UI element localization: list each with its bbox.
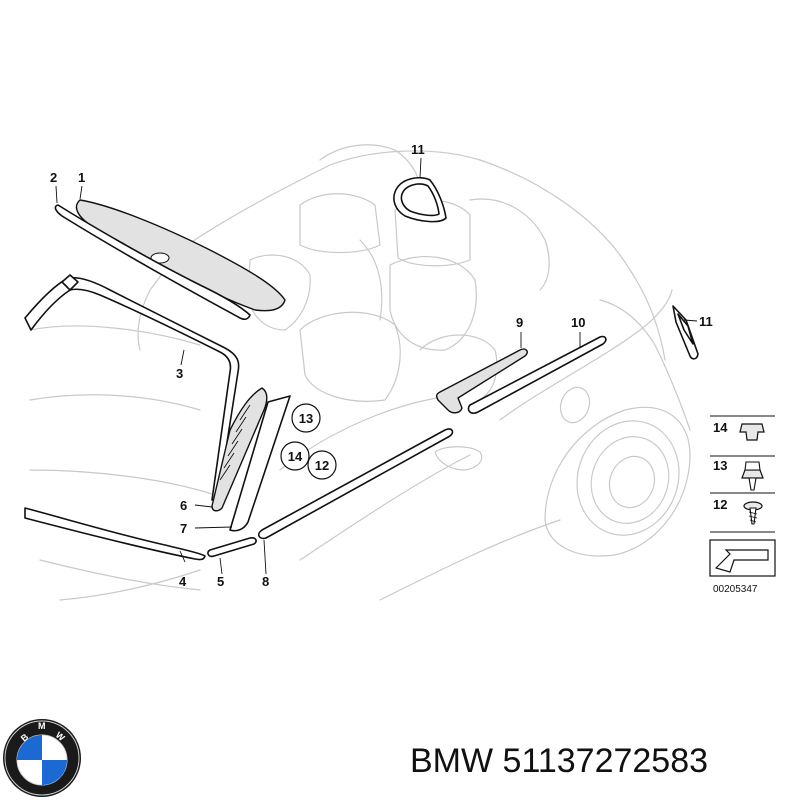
part-6-pillar [211, 387, 268, 512]
callout-5: 5 [217, 574, 224, 589]
drawing-number: 00205347 [713, 584, 758, 595]
clip-14-icon [739, 423, 765, 441]
part-9-molding [436, 348, 528, 414]
callout-14: 14 [288, 449, 303, 464]
callout-1: 1 [78, 170, 85, 185]
part-3-frame [24, 276, 240, 501]
callout-4: 4 [179, 574, 187, 589]
callout-10: 10 [571, 315, 585, 330]
legend-12: 12 [713, 497, 727, 512]
fastener-legend: 14 13 12 00205347 [709, 415, 776, 595]
leader-lines [55, 157, 698, 575]
callout-8: 8 [262, 574, 269, 589]
callout-6: 6 [180, 498, 187, 513]
direction-arrow-icon [709, 539, 776, 577]
bmw-roundel-logo: B M W [3, 719, 81, 797]
brand-name: BMW [410, 742, 494, 780]
callout-2: 2 [50, 170, 57, 185]
part-8-strip [257, 428, 454, 540]
part-1-clip [150, 252, 170, 264]
part-caption: BMW 51137272583 [410, 736, 790, 786]
part-11-seal-inner [400, 183, 440, 217]
legend-13: 13 [713, 458, 727, 473]
callout-3: 3 [176, 366, 183, 381]
callout-9: 9 [516, 315, 523, 330]
part-5-trim [207, 537, 257, 558]
callout-12: 12 [315, 458, 329, 473]
callout-11-top: 11 [411, 142, 425, 157]
part-11-side-inner [677, 313, 694, 345]
legend-14: 14 [713, 420, 728, 435]
part-7-cover [229, 395, 291, 532]
part-10-molding [467, 335, 607, 414]
svg-text:B: B [19, 731, 31, 743]
callout-13-circle: 13 [291, 403, 321, 433]
callout-7: 7 [180, 521, 187, 536]
part-6-slots [219, 404, 251, 481]
clip-13-icon [741, 461, 764, 491]
part-number: 51137272583 [502, 742, 709, 780]
screw-12-icon [743, 501, 763, 525]
svg-text:M: M [38, 721, 46, 731]
callout-13: 13 [299, 411, 313, 426]
callout-11-right: 11 [699, 314, 713, 329]
callout-12-circle: 12 [307, 450, 337, 480]
callout-14-circle: 14 [280, 441, 310, 471]
part-4-sill [24, 507, 206, 561]
part-3-corner [61, 274, 79, 291]
part-2-strip [54, 204, 251, 321]
car-outline [29, 144, 691, 601]
